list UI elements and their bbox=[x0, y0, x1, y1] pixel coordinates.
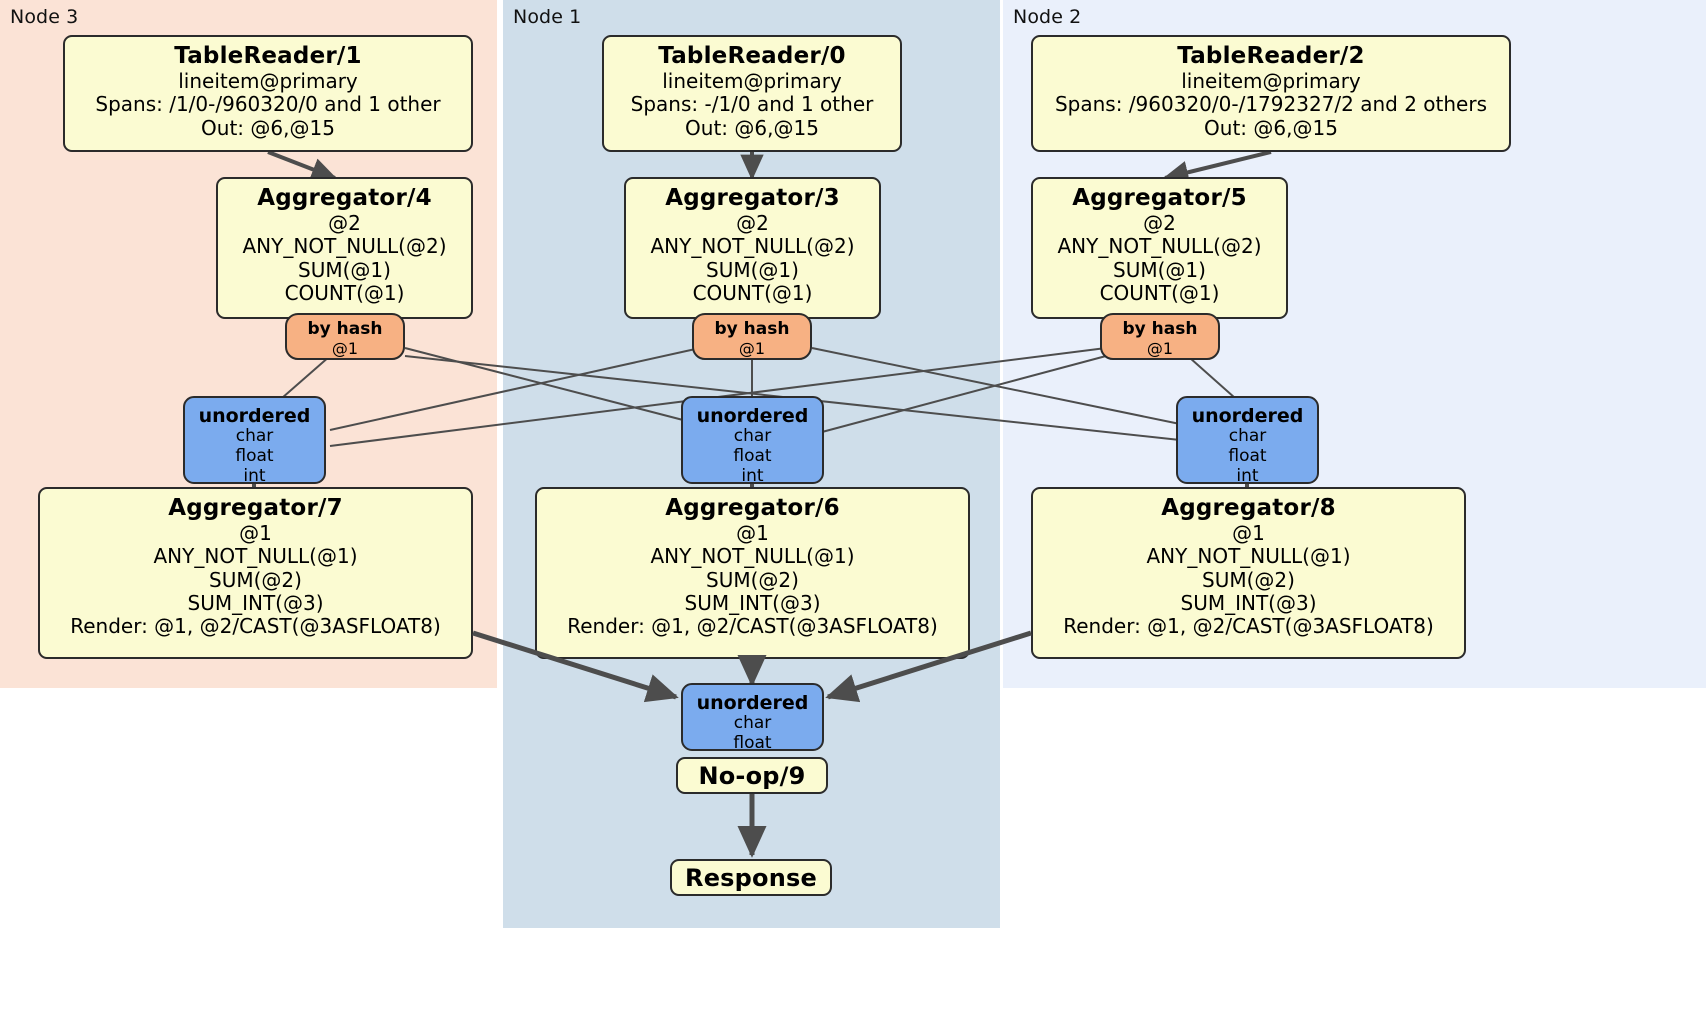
processor-aggregator-8[interactable]: Aggregator/8 @1 ANY_NOT_NULL(@1) SUM(@2)… bbox=[1031, 487, 1466, 659]
router-by-hash-node2[interactable]: by hash @1 bbox=[1100, 313, 1220, 360]
synchronizer-title: unordered bbox=[696, 692, 809, 714]
processor-group-key: @2 bbox=[736, 210, 769, 235]
router-key: @1 bbox=[331, 338, 359, 358]
synchronizer-type: char bbox=[733, 713, 772, 734]
processor-aggregator-4[interactable]: Aggregator/4 @2 ANY_NOT_NULL(@2) SUM(@1)… bbox=[216, 177, 473, 319]
synchronizer-type: float bbox=[733, 733, 772, 754]
processor-group-key: @1 bbox=[1232, 520, 1265, 545]
processor-render: Render: @1, @2/CAST(@3ASFLOAT8) bbox=[70, 614, 441, 639]
processor-title: Aggregator/6 bbox=[665, 495, 840, 521]
processor-func: SUM(@1) bbox=[706, 257, 799, 282]
synchronizer-type: float bbox=[1228, 446, 1267, 467]
processor-func: ANY_NOT_NULL(@2) bbox=[1057, 234, 1262, 259]
processor-func: ANY_NOT_NULL(@1) bbox=[153, 544, 358, 569]
processor-table-reader-0[interactable]: TableReader/0 lineitem@primary Spans: -/… bbox=[602, 35, 902, 152]
processor-title: Response bbox=[685, 864, 817, 892]
edge-hash5-sync6 bbox=[821, 355, 1107, 433]
processor-aggregator-5[interactable]: Aggregator/5 @2 ANY_NOT_NULL(@2) SUM(@1)… bbox=[1031, 177, 1288, 319]
processor-func: COUNT(@1) bbox=[284, 281, 405, 306]
edge-hash4-sync7 bbox=[281, 355, 331, 399]
processor-spans: Spans: /960320/0-/1792327/2 and 2 others bbox=[1054, 92, 1487, 117]
processor-spans: Spans: /1/0-/960320/0 and 1 other bbox=[95, 92, 441, 117]
processor-func: ANY_NOT_NULL(@1) bbox=[1146, 544, 1351, 569]
router-title: by hash bbox=[1122, 319, 1198, 339]
synchronizer-type: float bbox=[235, 446, 274, 467]
processor-title: Aggregator/5 bbox=[1072, 185, 1247, 211]
synchronizer-unordered-node2[interactable]: unordered char float int bbox=[1176, 396, 1319, 486]
processor-title: Aggregator/3 bbox=[665, 185, 840, 211]
processor-table-reader-1[interactable]: TableReader/1 lineitem@primary Spans: /1… bbox=[63, 35, 473, 152]
synchronizer-type: char bbox=[733, 426, 772, 447]
processor-func: COUNT(@1) bbox=[1099, 281, 1220, 306]
node-panel-label-node3: Node 3 bbox=[10, 6, 79, 28]
processor-func: COUNT(@1) bbox=[692, 281, 813, 306]
processor-func: SUM_INT(@3) bbox=[187, 591, 324, 616]
processor-title: TableReader/1 bbox=[174, 43, 362, 69]
processor-title: Aggregator/7 bbox=[168, 495, 343, 521]
processor-func: SUM(@2) bbox=[1202, 567, 1295, 592]
synchronizer-type: int bbox=[1236, 465, 1259, 486]
edge-hash5-sync8 bbox=[1189, 357, 1236, 399]
synchronizer-type: char bbox=[235, 426, 274, 447]
processor-aggregator-6[interactable]: Aggregator/6 @1 ANY_NOT_NULL(@1) SUM(@2)… bbox=[535, 487, 970, 659]
processor-table: lineitem@primary bbox=[178, 68, 358, 93]
processor-func: ANY_NOT_NULL(@2) bbox=[242, 234, 447, 259]
synchronizer-title: unordered bbox=[1191, 405, 1304, 427]
processor-title: TableReader/2 bbox=[1177, 43, 1365, 69]
synchronizer-type: int bbox=[243, 465, 266, 486]
processor-func: ANY_NOT_NULL(@2) bbox=[650, 234, 855, 259]
processor-out: Out: @6,@15 bbox=[685, 115, 819, 140]
processor-group-key: @1 bbox=[736, 520, 769, 545]
processor-out: Out: @6,@15 bbox=[201, 115, 335, 140]
router-by-hash-node3[interactable]: by hash @1 bbox=[285, 313, 405, 360]
processor-func: SUM_INT(@3) bbox=[684, 591, 821, 616]
processor-aggregator-3[interactable]: Aggregator/3 @2 ANY_NOT_NULL(@2) SUM(@1)… bbox=[624, 177, 881, 319]
synchronizer-title: unordered bbox=[198, 405, 311, 427]
router-key: @1 bbox=[738, 338, 766, 358]
synchronizer-unordered-node1[interactable]: unordered char float int bbox=[681, 396, 824, 486]
processor-func: SUM(@2) bbox=[209, 567, 302, 592]
processor-group-key: @1 bbox=[239, 520, 272, 545]
processor-aggregator-7[interactable]: Aggregator/7 @1 ANY_NOT_NULL(@1) SUM(@2)… bbox=[38, 487, 473, 659]
router-key: @1 bbox=[1146, 338, 1174, 358]
synchronizer-type: float bbox=[733, 446, 772, 467]
synchronizer-type: char bbox=[1228, 426, 1267, 447]
processor-func: SUM(@2) bbox=[706, 567, 799, 592]
node-panel-label-node1: Node 1 bbox=[513, 6, 582, 28]
edge-agg7-sync9 bbox=[472, 630, 679, 703]
processor-no-op-9[interactable]: No-op/9 bbox=[676, 757, 828, 794]
processor-table-reader-2[interactable]: TableReader/2 lineitem@primary Spans: /9… bbox=[1031, 35, 1511, 152]
router-title: by hash bbox=[307, 319, 383, 339]
processor-table: lineitem@primary bbox=[1181, 68, 1361, 93]
processor-func: SUM(@1) bbox=[1113, 257, 1206, 282]
edge-tr1-agg4 bbox=[267, 150, 338, 181]
synchronizer-unordered-node3[interactable]: unordered char float int bbox=[183, 396, 326, 486]
processor-func: SUM_INT(@3) bbox=[1180, 591, 1317, 616]
processor-spans: Spans: -/1/0 and 1 other bbox=[630, 92, 874, 117]
edge-agg8-sync9 bbox=[825, 630, 1032, 703]
synchronizer-unordered-final[interactable]: unordered char float bbox=[681, 683, 824, 754]
processor-out: Out: @6,@15 bbox=[1204, 115, 1338, 140]
processor-title: TableReader/0 bbox=[658, 43, 846, 69]
processor-render: Render: @1, @2/CAST(@3ASFLOAT8) bbox=[1063, 614, 1434, 639]
synchronizer-title: unordered bbox=[696, 405, 809, 427]
node-panel-label-node2: Node 2 bbox=[1013, 6, 1082, 28]
processor-render: Render: @1, @2/CAST(@3ASFLOAT8) bbox=[567, 614, 938, 639]
router-title: by hash bbox=[714, 319, 790, 339]
router-by-hash-node1[interactable]: by hash @1 bbox=[692, 313, 812, 360]
synchronizer-type: int bbox=[741, 465, 764, 486]
processor-func: SUM(@1) bbox=[298, 257, 391, 282]
processor-table: lineitem@primary bbox=[662, 68, 842, 93]
processor-title: Aggregator/8 bbox=[1161, 495, 1336, 521]
processor-group-key: @2 bbox=[328, 210, 361, 235]
processor-response[interactable]: Response bbox=[670, 859, 832, 896]
processor-title: No-op/9 bbox=[698, 762, 806, 790]
edge-tr2-agg5 bbox=[1162, 150, 1272, 184]
edge-hash3-sync7 bbox=[329, 347, 701, 431]
processor-group-key: @2 bbox=[1143, 210, 1176, 235]
processor-title: Aggregator/4 bbox=[257, 185, 432, 211]
processor-func: ANY_NOT_NULL(@1) bbox=[650, 544, 855, 569]
